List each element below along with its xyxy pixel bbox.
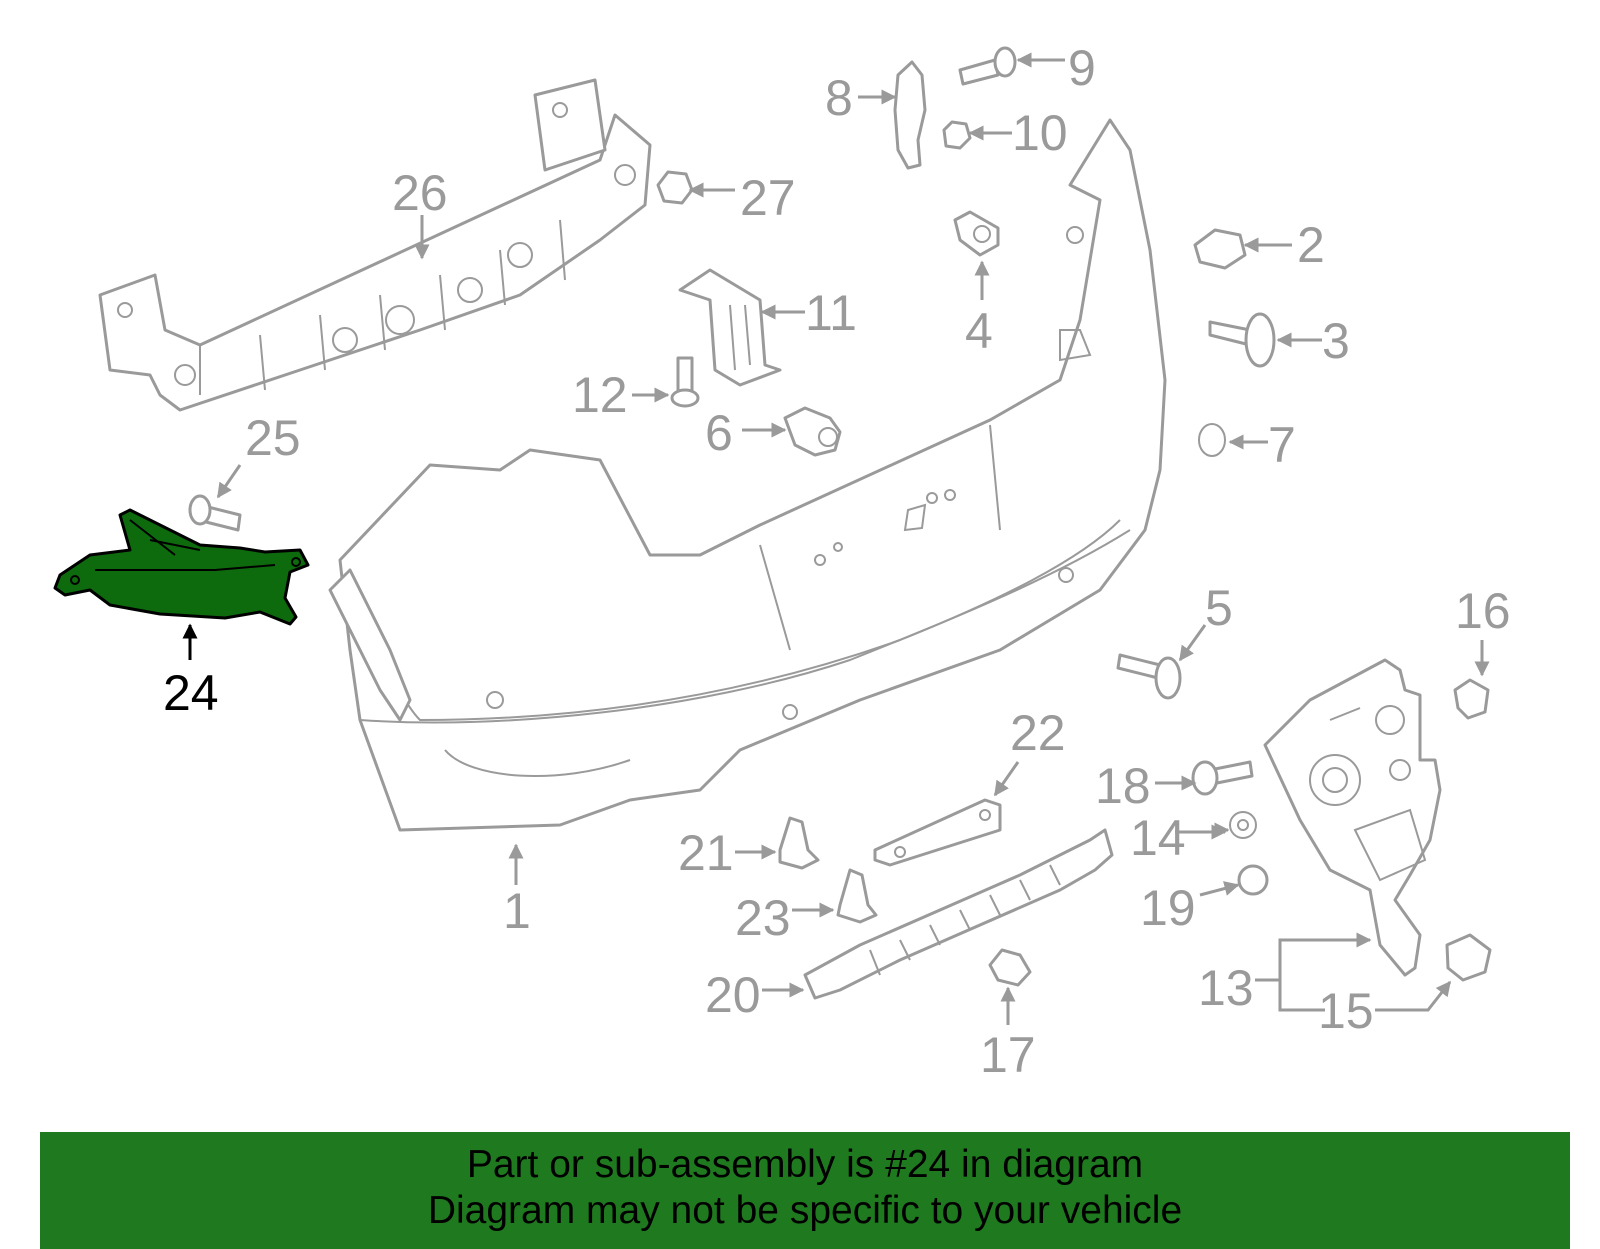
callout-25: 25 [245,410,301,466]
callout-7: 7 [1268,417,1296,473]
part-12-bolt [670,356,700,408]
part-8-bracket [893,60,927,170]
callout-22: 22 [1010,705,1066,761]
parts-diagram: 1 2 3 4 5 6 7 8 9 10 11 12 13 14 15 16 1… [53,40,1511,1083]
callout-labels: 1 2 3 4 5 6 7 8 9 10 11 12 13 14 15 16 1… [163,40,1511,1083]
banner-line-disclaimer: Diagram may not be specific to your vehi… [427,1189,1183,1232]
callout-24-highlighted: 24 [163,665,219,721]
callout-9: 9 [1068,40,1096,96]
part-16-clip [1453,678,1490,720]
part-23-clip [836,868,878,924]
part-7-ring [1198,423,1226,457]
part-15-clip [1445,933,1492,982]
part-11-bracket [678,268,782,387]
callout-13: 13 [1198,960,1254,1016]
callout-1: 1 [503,883,531,939]
part-25-bolt [188,494,242,532]
part-27-nut [656,170,694,205]
callout-19: 19 [1140,880,1196,936]
callout-26: 26 [392,165,448,221]
callout-17: 17 [980,1027,1036,1083]
part-6-sensor [783,406,842,457]
callout-5: 5 [1205,580,1233,636]
part-4-clip [953,210,1000,257]
part-2-clip [1193,228,1247,270]
part-21-clip [778,816,820,870]
part-14-washer [1229,811,1257,839]
callout-23: 23 [735,890,791,946]
part-24-highlighted [53,508,310,626]
callout-10: 10 [1012,105,1068,161]
callout-15: 15 [1318,983,1374,1039]
part-22-plate [873,798,1002,867]
callout-8: 8 [825,70,853,126]
leader-lines [182,52,1490,1025]
part-26-reinforcement-bar [98,78,652,412]
part-18-bolt [1191,760,1254,796]
callout-20: 20 [705,967,761,1023]
callout-21: 21 [678,825,734,881]
callout-11: 11 [805,285,857,341]
part-3-screw [1208,312,1276,368]
part-5-screw [1116,653,1182,700]
callout-6: 6 [705,405,733,461]
part-17-clip [988,948,1032,987]
callout-18: 18 [1095,758,1151,814]
part-13-side-bracket [1263,658,1442,977]
callout-16: 16 [1455,583,1511,639]
info-banner: Part or sub-assembly is #24 in diagram D… [40,1132,1570,1249]
part-9-bolt [958,46,1017,86]
callout-12: 12 [572,367,628,423]
callout-27: 27 [740,170,796,226]
part-19-plug [1237,864,1269,896]
callout-14: 14 [1130,810,1186,866]
banner-line-part-number: Part or sub-assembly is #24 in diagram [466,1143,1144,1186]
callout-3: 3 [1322,313,1350,369]
callout-2: 2 [1297,217,1325,273]
part-10-nut [942,120,972,150]
part-20-bracket [803,828,1114,1000]
callout-4: 4 [965,303,993,359]
part-1-bumper-cover [328,118,1167,832]
